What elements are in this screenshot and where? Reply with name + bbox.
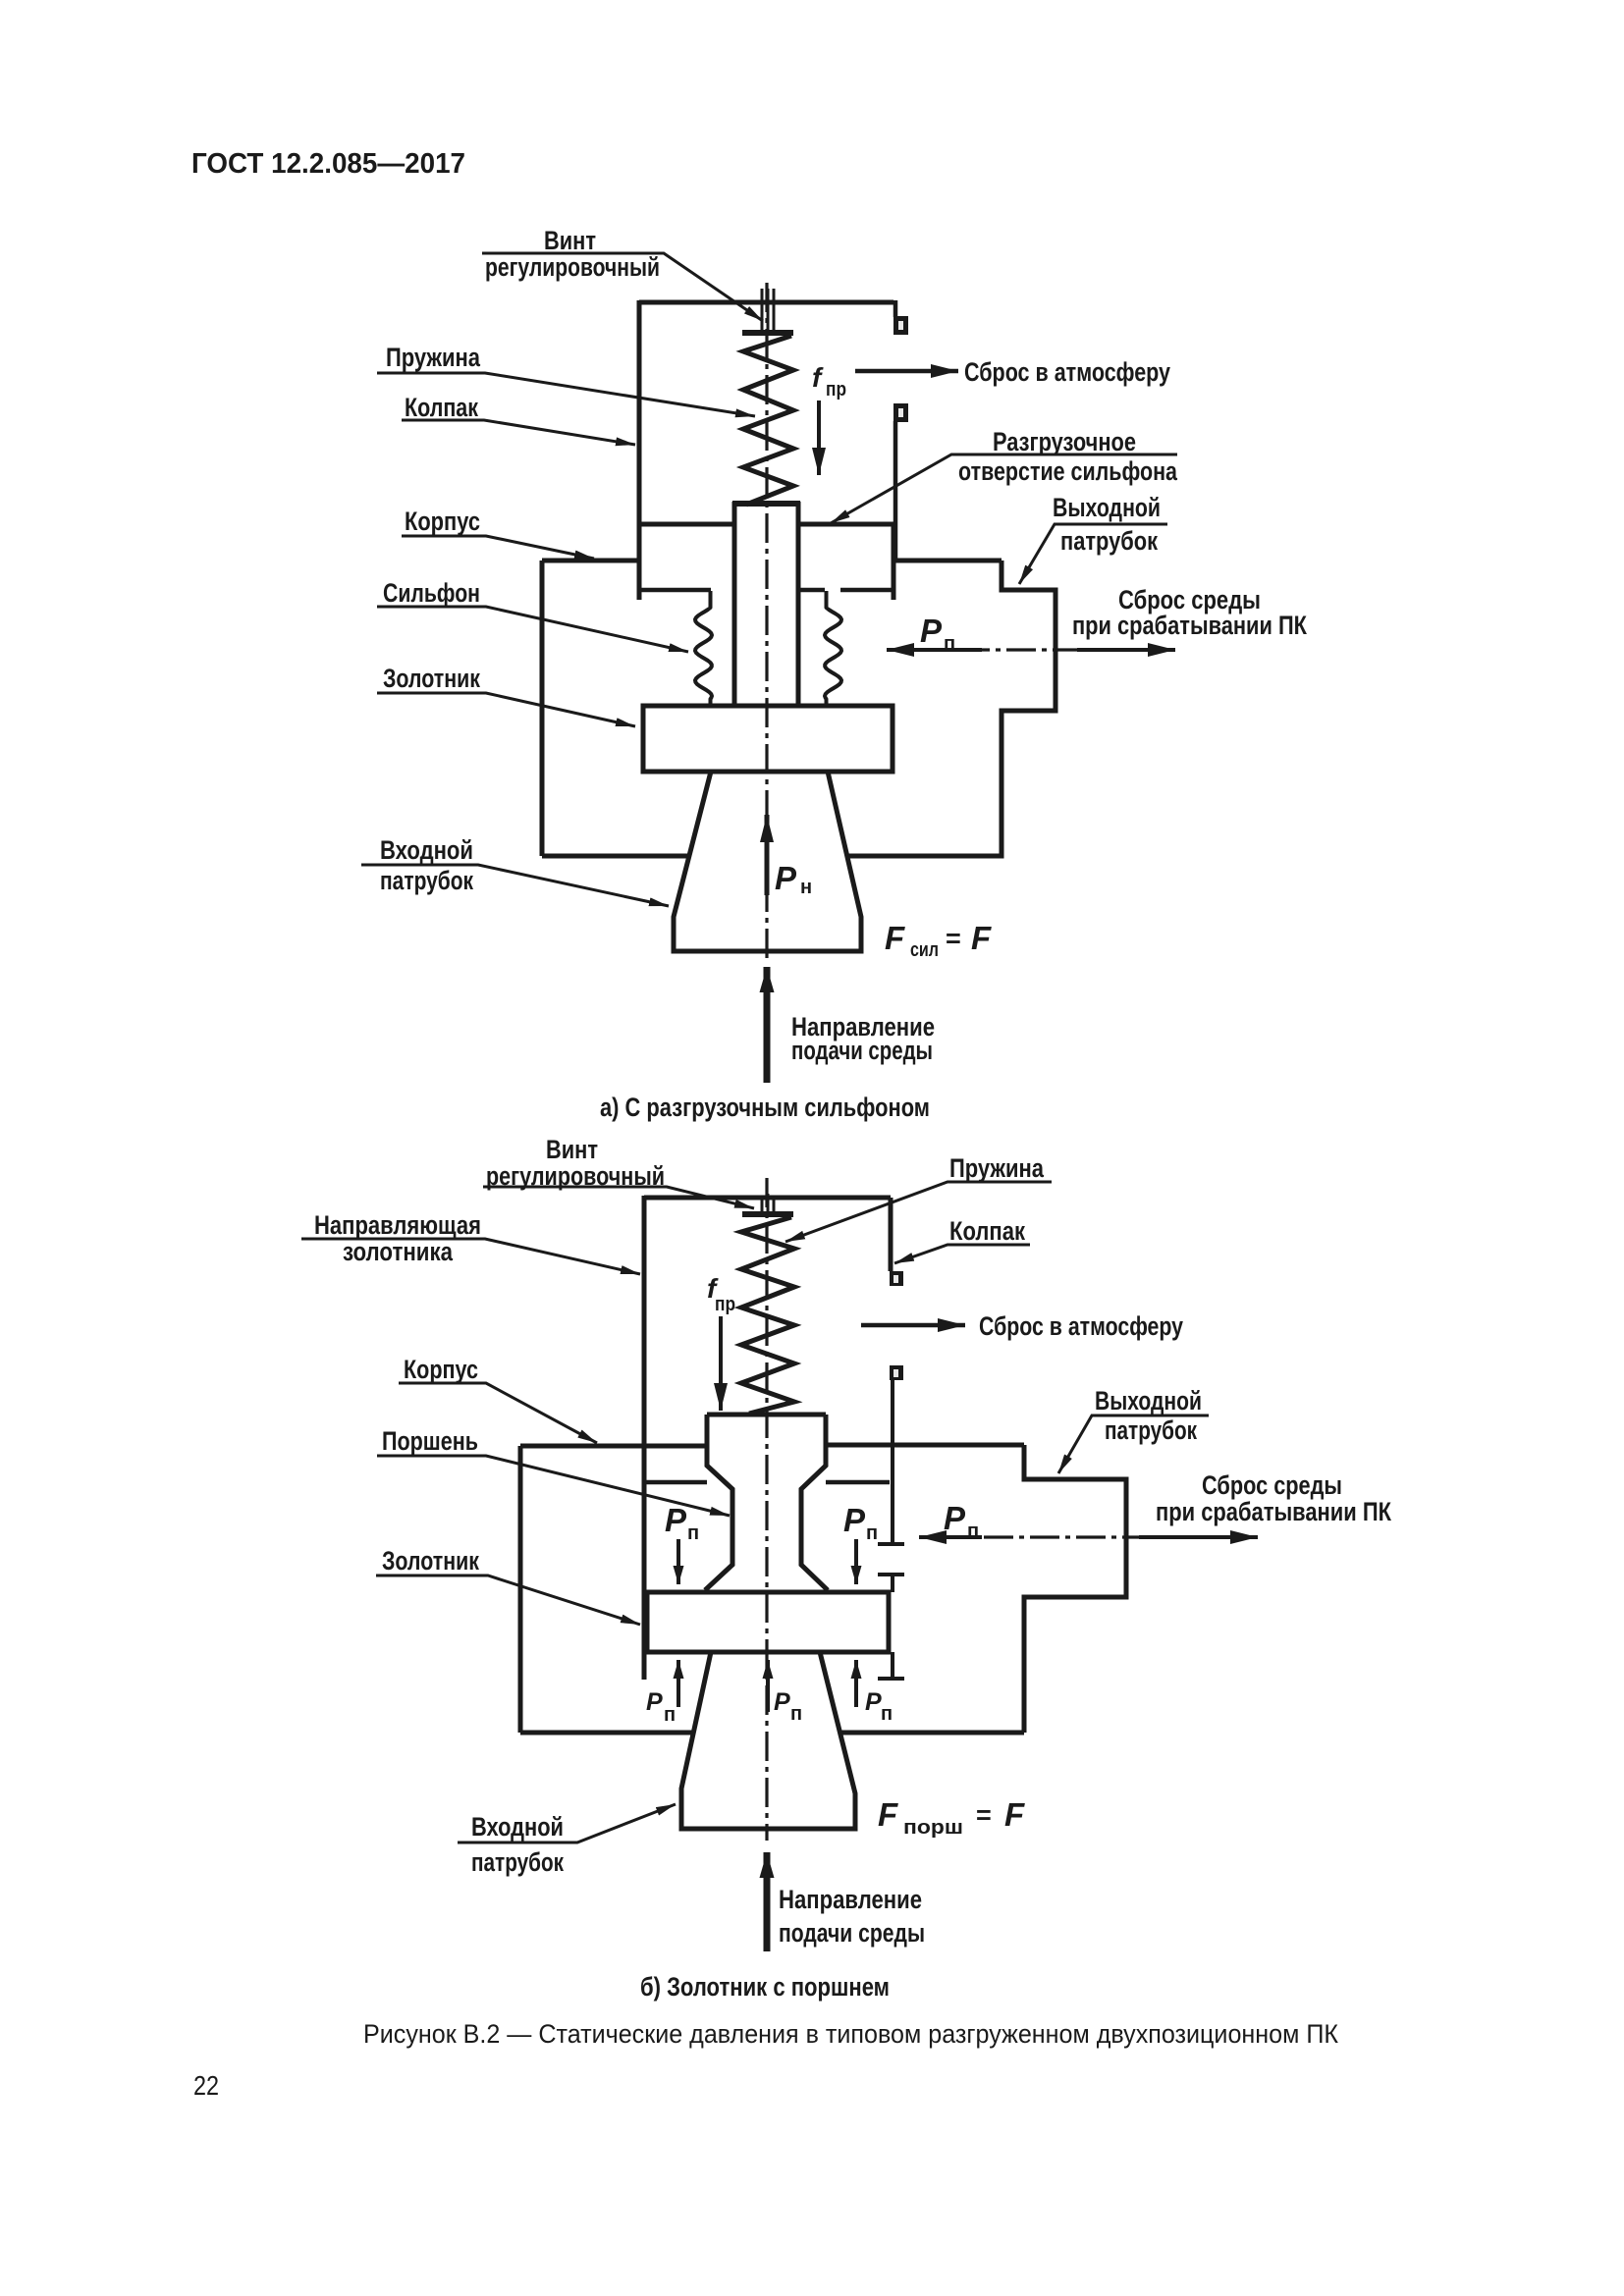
svg-text:P: P [775,860,797,896]
svg-text:Поршень: Поршень [382,1426,478,1456]
svg-text:регулировочный: регулировочный [485,252,660,282]
svg-text:P: P [920,613,943,649]
svg-text:пр: пр [826,379,846,400]
svg-text:Золотник: Золотник [383,664,480,693]
svg-text:Направляющая: Направляющая [314,1210,481,1240]
svg-text:Золотник: Золотник [382,1546,479,1575]
svg-text:патрубок: патрубок [471,1847,564,1877]
svg-text:Пружина: Пружина [386,343,481,372]
svg-text:Сброс в атмосферу: Сброс в атмосферу [964,357,1170,387]
svg-text:при срабатывании ПК: при срабатывании ПК [1156,1497,1391,1526]
svg-text:п: п [687,1522,699,1544]
svg-text:а) С разгрузочным сильфоном: а) С разгрузочным сильфоном [600,1093,930,1122]
svg-text:пр: пр [715,1294,735,1315]
svg-text:Винт: Винт [544,226,596,255]
svg-text:Винт: Винт [546,1135,598,1164]
svg-text:=: = [976,1800,992,1830]
svg-text:F: F [878,1796,898,1833]
svg-text:Направление: Направление [779,1885,922,1914]
svg-text:F: F [1004,1796,1025,1833]
svg-text:Корпус: Корпус [405,507,480,536]
svg-text:=: = [946,924,961,953]
svg-text:п: п [944,633,955,655]
svg-text:патрубок: патрубок [1060,526,1158,556]
svg-text:Сброс в атмосферу: Сброс в атмосферу [979,1311,1183,1341]
svg-text:б) Золотник с поршнем: б) Золотник с поршнем [640,1972,890,2002]
svg-text:золотника: золотника [343,1237,454,1266]
svg-text:Выходной: Выходной [1095,1386,1202,1415]
svg-text:P: P [774,1688,790,1716]
svg-text:порш: порш [903,1817,963,1839]
svg-text:Колпак: Колпак [405,393,478,422]
svg-text:P: P [843,1502,866,1538]
svg-text:P: P [944,1500,966,1536]
svg-text:Сброс среды: Сброс среды [1202,1470,1342,1500]
svg-text:Сброс среды: Сброс среды [1118,585,1261,614]
svg-text:патрубок: патрубок [1105,1415,1197,1445]
svg-text:f: f [707,1273,719,1304]
svg-text:P: P [865,1688,882,1716]
svg-text:Разгрузочное: Разгрузочное [993,427,1136,456]
svg-text:Направление: Направление [791,1012,935,1041]
svg-text:при срабатывании ПК: при срабатывании ПК [1072,611,1307,640]
svg-text:Выходной: Выходной [1053,493,1161,522]
svg-text:н: н [800,877,812,898]
svg-text:сил: сил [910,939,939,961]
svg-text:f: f [812,362,824,393]
svg-text:F: F [971,920,992,956]
svg-text:п: п [967,1521,979,1542]
svg-text:п: п [664,1704,676,1726]
svg-text:подачи среды: подачи среды [791,1036,933,1065]
svg-text:Входной: Входной [380,835,473,865]
svg-text:п: п [881,1703,893,1725]
svg-text:патрубок: патрубок [380,866,473,895]
svg-text:п: п [866,1522,878,1544]
svg-text:регулировочный: регулировочный [486,1161,665,1191]
svg-text:ГОСТ 12.2.085—2017: ГОСТ 12.2.085—2017 [191,148,465,180]
svg-text:22: 22 [193,2070,219,2101]
svg-text:Корпус: Корпус [404,1355,478,1384]
svg-text:F: F [885,920,905,956]
svg-text:Сильфон: Сильфон [383,578,480,608]
svg-text:Пружина: Пружина [949,1153,1045,1183]
svg-text:P: P [646,1688,663,1716]
svg-text:P: P [665,1502,687,1538]
svg-text:подачи среды: подачи среды [779,1918,925,1948]
svg-text:п: п [790,1703,802,1725]
svg-text:Рисунок В.2 — Статические давл: Рисунок В.2 — Статические давления в тип… [363,2019,1338,2049]
svg-text:Колпак: Колпак [949,1216,1025,1246]
svg-text:Входной: Входной [471,1812,564,1842]
svg-text:отверстие сильфона: отверстие сильфона [958,456,1178,486]
